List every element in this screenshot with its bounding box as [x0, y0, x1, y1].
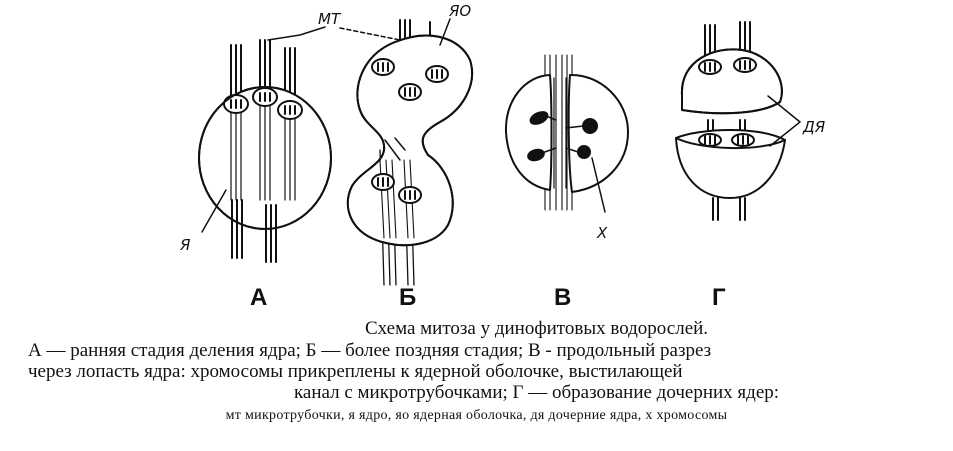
panel-label-g: Г	[712, 284, 726, 311]
mitosis-diagram: МТ ЯО Я ДЯ Х А Б В Г	[0, 0, 953, 320]
caption-title: Схема митоза у динофитовых водорослей.	[0, 318, 953, 340]
stage-g-daughter-nuclei	[676, 22, 800, 220]
label-dya: ДЯ	[802, 118, 826, 136]
label-ya: Я	[179, 236, 191, 254]
figure-caption: Схема митоза у динофитовых водорослей. А…	[0, 318, 953, 427]
panel-label-b: Б	[399, 284, 416, 311]
panel-label-a: А	[250, 284, 267, 311]
label-x: Х	[596, 224, 608, 242]
stage-b-nucleus	[348, 20, 472, 285]
caption-line-2: через лопасть ядра: хромосомы прикреплен…	[28, 361, 941, 382]
label-mt: МТ	[318, 10, 342, 28]
caption-abbreviations: мт микротрубочки, я ядро, яо ядерная обо…	[0, 405, 953, 427]
caption-line-1: А — ранняя стадия деления ядра; Б — боле…	[28, 340, 941, 361]
stage-v-section	[506, 55, 628, 212]
caption-line-3: канал с микротрубочками; Г — образование…	[120, 382, 953, 403]
stage-a-nucleus	[199, 40, 331, 262]
label-yao: ЯО	[448, 2, 471, 20]
panel-label-v: В	[554, 284, 571, 311]
